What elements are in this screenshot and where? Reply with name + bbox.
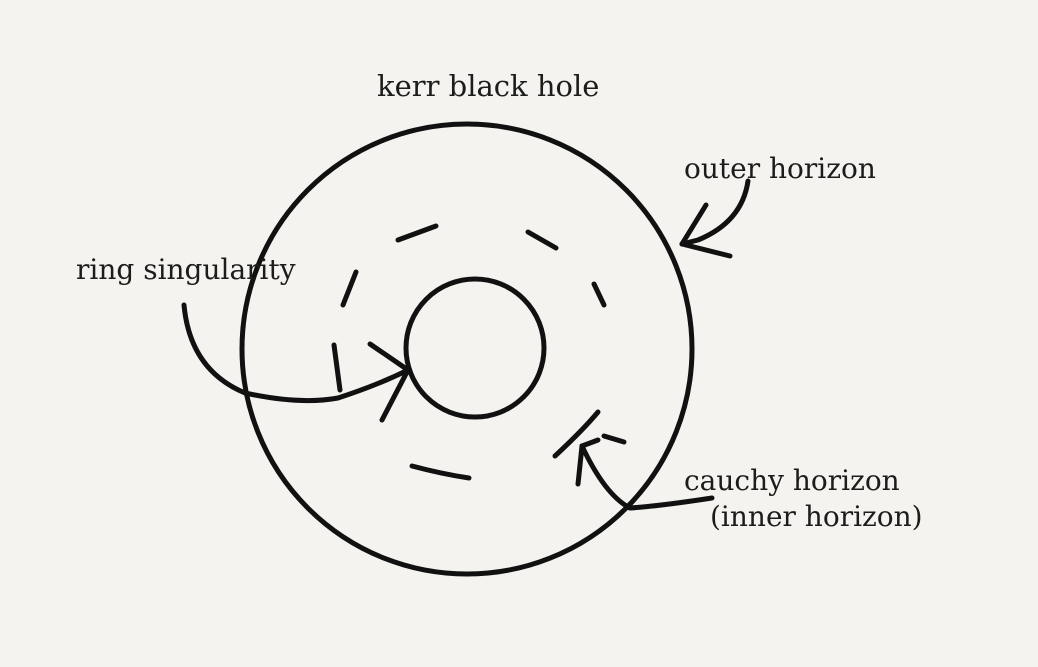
cauchy-horizon-arrow: [575, 437, 715, 511]
ring-singularity-label: ring singularity: [76, 253, 296, 286]
cauchy-dash-left-upper: [340, 269, 359, 308]
cauchy-dash-right-lower: [552, 409, 601, 459]
cauchy-dash-right-upper: [591, 281, 607, 308]
cauchy-dash-right-lower-2: [601, 433, 627, 445]
ring-singularity-circle: [403, 276, 547, 420]
diagram-title: kerr black hole: [377, 69, 600, 103]
inner-horizon-label: (inner horizon): [710, 500, 923, 533]
cauchy-horizon-label: cauchy horizon: [684, 464, 900, 497]
outer-horizon-arrow: [679, 178, 751, 259]
cauchy-horizon-dashed-ring: [331, 223, 627, 481]
cauchy-dash-bottom: [409, 463, 472, 481]
cauchy-dash-left: [331, 342, 343, 393]
cauchy-dash-top-right: [525, 229, 559, 251]
cauchy-dash-top-left: [395, 223, 439, 243]
outer-horizon-label: outer horizon: [684, 152, 876, 185]
outer-horizon-circle: [239, 121, 695, 577]
ring-singularity-arrow: [181, 302, 411, 423]
